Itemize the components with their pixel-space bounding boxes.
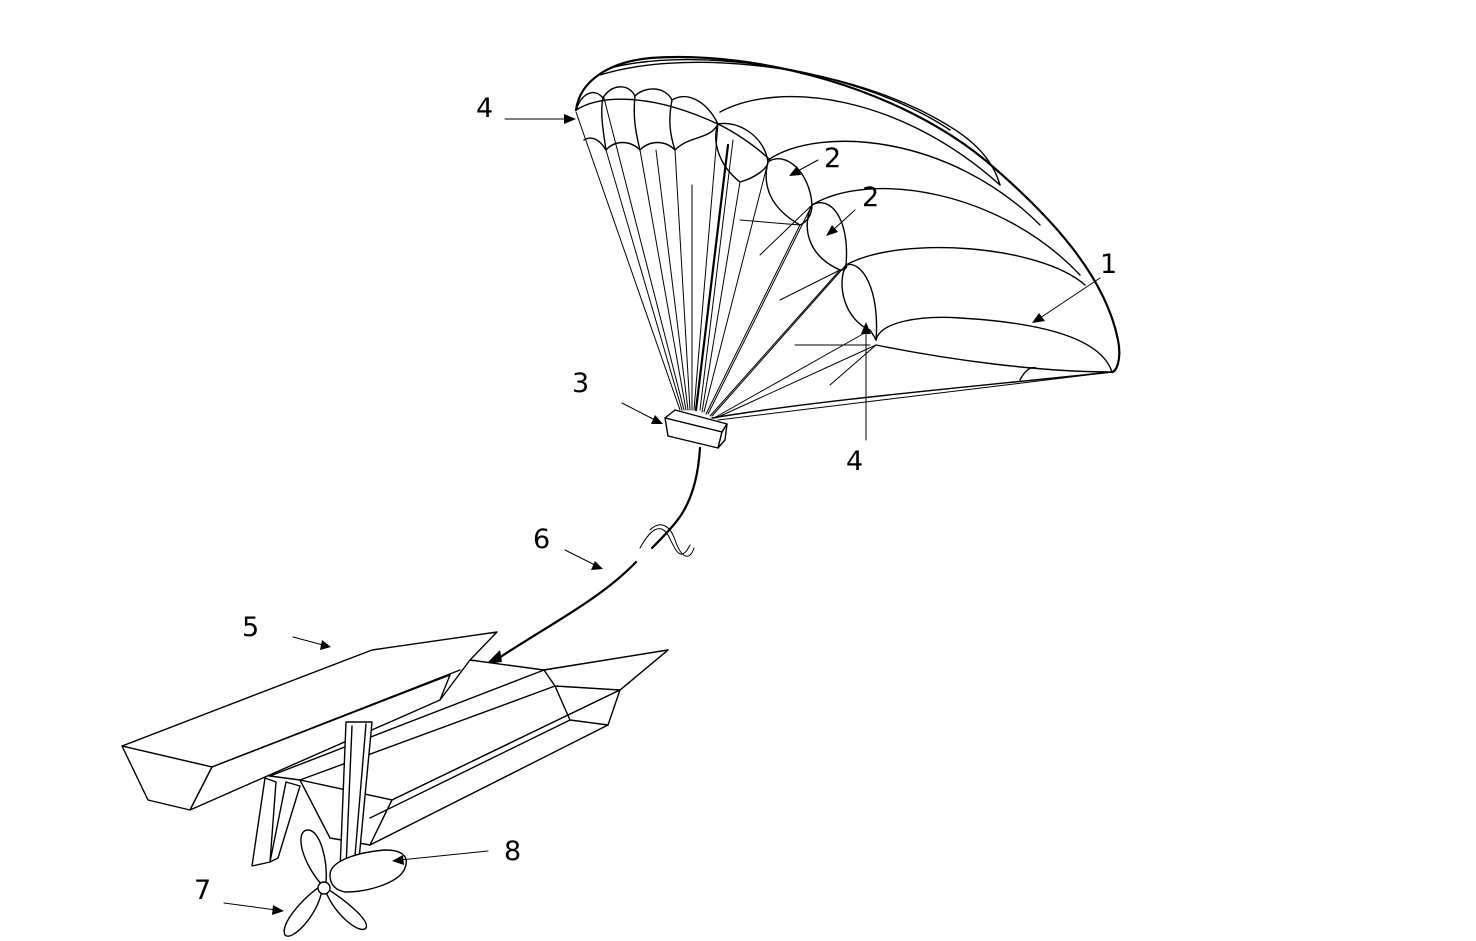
reference-labels: 1 2 2 3 4 4 5 6 7 8 [194,93,1117,906]
canopy-outline [574,55,1121,374]
canopy-upper-rim [599,61,1001,186]
rib-3 [811,188,1081,276]
label-tether: 6 [533,524,550,555]
kite-canopy [574,55,1121,441]
canopy-upper-rim-2 [609,58,951,131]
leading-cell-2 [601,97,607,151]
canopy-lower-surface [711,371,1113,419]
label-pod-underwater: 8 [504,836,521,867]
control-pod [664,409,728,449]
leading-cell-1 [575,86,719,125]
label-propeller: 7 [194,875,211,906]
underwater-pod [329,849,407,893]
leading-cell-4 [669,99,676,151]
rib-5 [875,316,1113,373]
rib-4 [845,246,1086,286]
label-canopy: 1 [1100,249,1117,280]
label-arrows [223,114,1101,915]
tether-break-2 [649,524,695,557]
propeller-blade-3 [325,887,367,931]
suspension-lines [575,97,1113,421]
leading-cell-top-arc [575,98,771,161]
propeller-blade-1 [300,829,328,886]
side-cell-e [841,264,877,341]
label-cell-lower: 2 [862,182,879,213]
rib-2 [767,140,1041,226]
side-cell-c [765,161,813,226]
canopy-trailing-edge [875,344,1113,373]
label-pod: 3 [572,368,589,399]
canopy-lower-fold [1019,366,1037,381]
propeller-blade-2 [283,884,323,937]
tether-break-1 [639,528,691,555]
rib-1 [719,96,1001,186]
label-edge-left: 4 [476,93,493,124]
label-vessel: 5 [242,612,259,643]
propeller [283,829,367,937]
label-edge-right: 4 [846,446,863,477]
tether-lower [494,560,638,662]
tether-upper [650,446,702,550]
tether [486,446,702,664]
leading-cell-3 [633,95,641,151]
side-cell-d [806,204,848,271]
label-cell-upper: 2 [824,143,841,174]
vessel [121,631,669,871]
side-cell-a [717,122,878,341]
